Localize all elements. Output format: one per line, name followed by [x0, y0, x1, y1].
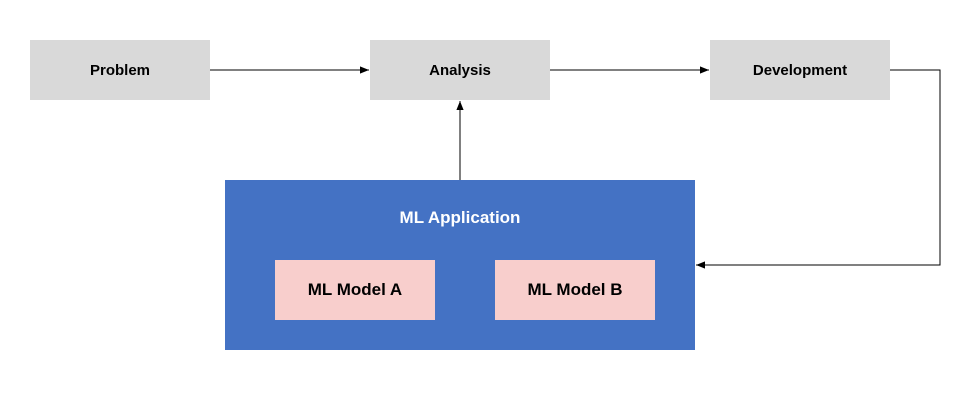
- node-development: Development: [710, 40, 890, 100]
- node-problem: Problem: [30, 40, 210, 100]
- ml-application-title: ML Application: [399, 208, 521, 227]
- node-ml-model-a: ML Model A: [275, 260, 435, 320]
- ml-application-container: ML Application ML Model A ML Model B: [225, 180, 695, 350]
- node-analysis: Analysis: [370, 40, 550, 100]
- node-ml-model-b: ML Model B: [495, 260, 655, 320]
